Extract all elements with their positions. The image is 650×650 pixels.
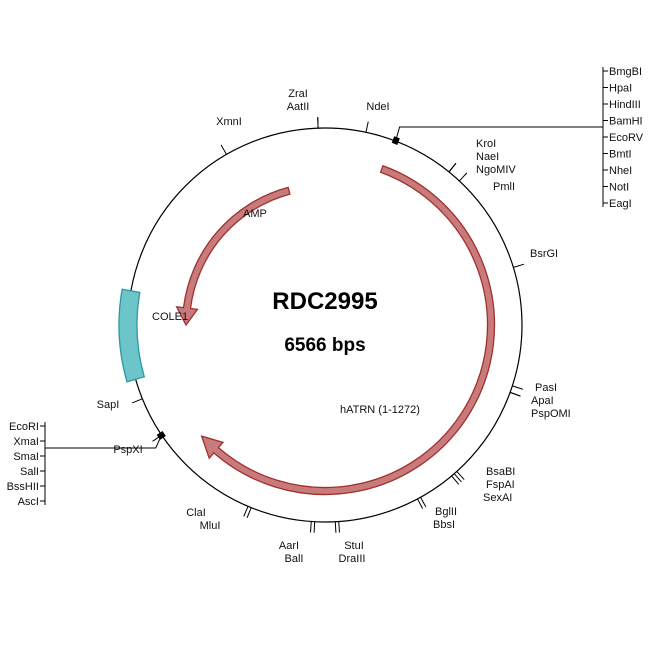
site-zrai-label: ZraI	[288, 88, 308, 100]
site-pasi-tick	[512, 385, 523, 390]
site-draiii-tick	[334, 521, 337, 533]
mcs-left-label-sali: SalI	[20, 466, 39, 478]
site-bbsi-tick	[417, 498, 424, 509]
site-aari-tick	[313, 521, 316, 533]
site-aari-label: AarI	[279, 540, 299, 552]
mcs-left-label-smai: SmaI	[13, 451, 39, 463]
site-stui-label: StuI	[344, 540, 364, 552]
mcs-right-label-nhei: NheI	[609, 165, 632, 177]
site-draiii-label: DraIII	[339, 553, 366, 565]
site-pmli-label: PmlI	[493, 181, 515, 193]
site-clai-label: ClaI	[186, 507, 206, 519]
mcs-right-label-hpai: HpaI	[609, 83, 632, 95]
site-stui-tick	[338, 521, 341, 533]
feature-label-cole1: COLE1	[152, 311, 188, 323]
site-naei-label: NaeI	[476, 151, 499, 163]
site-clai-tick	[246, 507, 252, 519]
mcs-left-label-xmai: XmaI	[13, 436, 39, 448]
site-bglii-label: BglII	[435, 506, 457, 518]
features-layer	[118, 164, 496, 496]
mcs-right-label-noti: NotI	[609, 182, 629, 194]
site-pspomi-tick	[509, 391, 521, 397]
feature-hatrn	[200, 164, 496, 496]
feature-cole1	[118, 288, 146, 383]
mcs-left-label-bsshii: BssHII	[7, 481, 39, 493]
site-ndei-tick	[365, 121, 369, 133]
mcs-right-label-hindiii: HindIII	[609, 99, 641, 111]
site-apai-label: ApaI	[531, 395, 554, 407]
site-ngomiv-label: NgoMIV	[476, 164, 516, 176]
mcs-right-label-ecorv: EcoRV	[609, 132, 644, 144]
site-fspai-label: FspAI	[486, 479, 515, 491]
site-mlui-tick	[243, 506, 249, 517]
site-sapi-label: SapI	[97, 399, 120, 411]
site-bali-label: BalI	[285, 553, 304, 565]
site-bali-tick	[309, 521, 312, 533]
site-mlui-label: MluI	[200, 520, 221, 532]
site-pmli-tick	[458, 172, 468, 182]
site-xmni-tick	[220, 144, 227, 155]
site-aatii-label: AatII	[287, 101, 310, 113]
mcs-right-label-bmti: BmtI	[609, 149, 632, 161]
site-xmni-label: XmnI	[216, 116, 242, 128]
mcs-left-label-asci: AscI	[18, 496, 39, 508]
site-ndei-label: NdeI	[366, 101, 389, 113]
site-bglii-tick	[420, 497, 427, 508]
feature-label-hatrn: hATRN (1-1272)	[340, 404, 420, 416]
site-sapi-tick	[131, 398, 143, 404]
plasmid-size: 6566 bps	[284, 335, 365, 356]
site-ngomiv-tick	[448, 163, 457, 173]
plasmid-backbone	[127, 127, 523, 523]
site-sexai-label: SexAI	[483, 492, 512, 504]
feature-amp	[175, 186, 291, 327]
site-pasi-label: PasI	[535, 382, 557, 394]
site-sexai-tick	[451, 475, 460, 485]
mcs-right-label-bamhi: BamHI	[609, 116, 643, 128]
feature-label-amp: AMP	[243, 208, 267, 220]
site-bsrgi-tick	[513, 263, 525, 268]
site-kroi-label: KroI	[476, 138, 496, 150]
mcs-right-label-eagi: EagI	[609, 198, 632, 210]
site-bsabi-tick	[456, 471, 465, 480]
site-bsrgi-label: BsrGI	[530, 248, 558, 260]
site-fspai-tick	[453, 473, 462, 483]
mcs-right-leader	[395, 126, 603, 142]
site-bbsi-label: BbsI	[433, 519, 455, 531]
mcs-left-label-ecori: EcoRI	[9, 421, 39, 433]
mcs-right-label-bmgbi: BmgBI	[609, 66, 642, 78]
plasmid-name: RDC2995	[272, 288, 377, 315]
site-pspxi-label: PspXI	[113, 444, 142, 456]
mcs-left-leader	[45, 434, 163, 449]
site-pspomi-label: PspOMI	[531, 408, 571, 420]
site-bsabi-label: BsaBI	[486, 466, 515, 478]
mcs-layer: BmgBI HpaI HindIII BamHI EcoRV BmtI NheI NotI Ea…	[7, 66, 644, 508]
